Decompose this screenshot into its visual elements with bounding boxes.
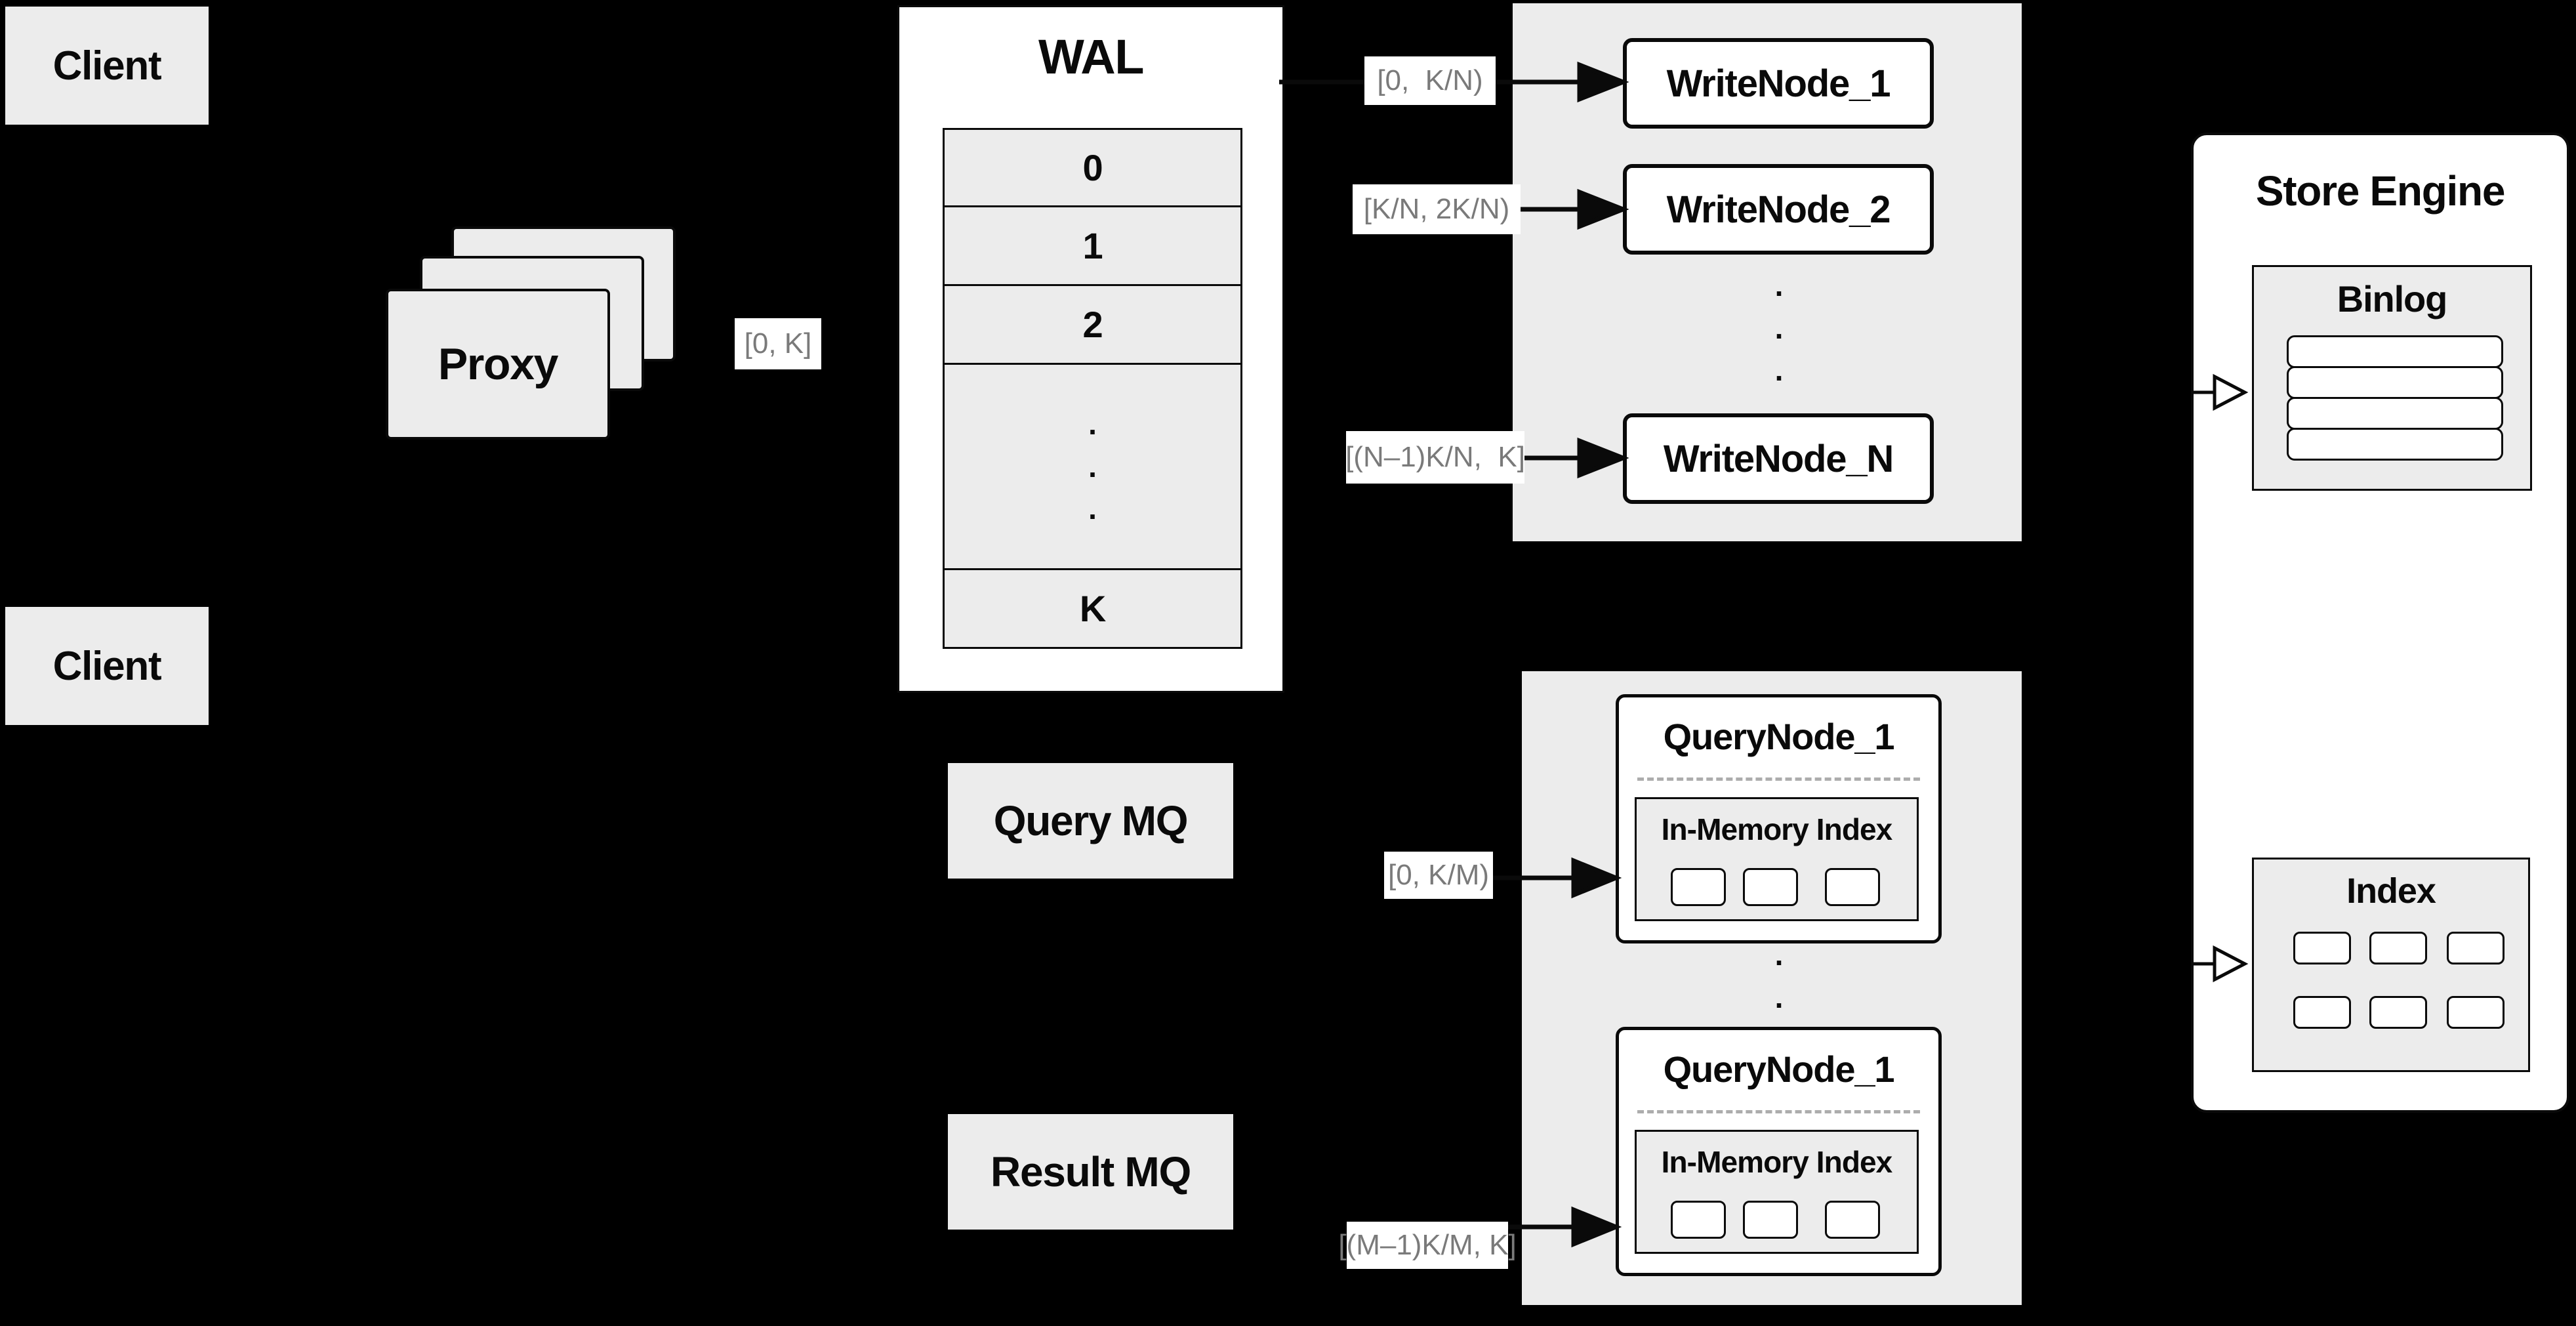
wal-row: 0	[943, 128, 1242, 207]
binlog-row	[2287, 397, 2503, 430]
divider-dashed	[1637, 1110, 1920, 1113]
range-label-proxy-out: [0, K]	[735, 318, 821, 369]
segment-cell	[1671, 1201, 1726, 1239]
index-cell	[2293, 996, 2351, 1029]
write-node-1: WriteNode_1	[1623, 38, 1934, 129]
binlog-row	[2287, 366, 2503, 399]
query-node-2-title: QueryNode_1	[1663, 1048, 1895, 1090]
in-memory-index-box-2: In-Memory Index	[1635, 1130, 1919, 1254]
wal-title-wrap: WAL	[899, 27, 1282, 86]
index-title-wrap: Index	[2254, 860, 2528, 922]
result-mq-label: Result MQ	[991, 1148, 1191, 1195]
write-node-ellipsis: . . .	[1774, 268, 1784, 388]
proxy-card-front: Proxy	[386, 289, 610, 440]
wal-box: WAL 0 1 2 . . . K	[897, 5, 1284, 693]
binlog-row	[2287, 335, 2503, 368]
wal-row: K	[943, 568, 1242, 649]
index-box: Index	[2252, 858, 2530, 1072]
write-node-1-label: WriteNode_1	[1666, 62, 1891, 105]
query-node-1-title: QueryNode_1	[1663, 715, 1895, 757]
wal-table: 0 1 2 . . . K	[943, 128, 1242, 649]
binlog-title-wrap: Binlog	[2254, 267, 2530, 330]
segment-cell	[1743, 1201, 1798, 1239]
write-node-n: WriteNode_N	[1623, 413, 1934, 504]
proxy-label: Proxy	[438, 339, 559, 389]
client-box-top: Client	[5, 7, 209, 125]
index-cell	[2293, 932, 2351, 964]
index-cell	[2369, 996, 2427, 1029]
range-label-query-m: [(M–1)K/M, K]	[1338, 1222, 1517, 1269]
range-label-write-2: [K/N, 2K/N)	[1353, 184, 1521, 234]
divider-dashed	[1637, 777, 1920, 781]
index-cell	[2369, 932, 2427, 964]
write-node-2: WriteNode_2	[1623, 164, 1934, 255]
wal-title: WAL	[1038, 29, 1144, 84]
client-bottom-label: Client	[52, 643, 162, 689]
segment-cell	[1671, 868, 1726, 906]
store-engine-box: Store Engine Binlog Index	[2191, 133, 2569, 1113]
query-mq-label: Query MQ	[993, 797, 1189, 844]
segment-cell	[1825, 868, 1880, 906]
in-memory-index-2-title: In-Memory Index	[1661, 1145, 1893, 1179]
wal-row: 1	[943, 205, 1242, 286]
binlog-row	[2287, 428, 2503, 461]
query-node-1: QueryNode_1 In-Memory Index	[1616, 694, 1942, 943]
in-memory-index-1-title-wrap: In-Memory Index	[1637, 799, 1917, 860]
segment-cell	[1825, 1201, 1880, 1239]
write-node-n-label: WriteNode_N	[1663, 437, 1894, 480]
query-node-1-title-wrap: QueryNode_1	[1619, 697, 1938, 775]
wal-row: 2	[943, 284, 1242, 365]
in-memory-index-1-title: In-Memory Index	[1661, 812, 1893, 846]
wal-row-ellipsis: . . .	[943, 363, 1242, 570]
range-label-query-1: [0, K/M)	[1384, 852, 1493, 899]
range-label-write-n: [(N–1)K/N, K]	[1345, 431, 1525, 484]
store-engine-title-wrap: Store Engine	[2194, 135, 2567, 247]
query-node-2: QueryNode_1 In-Memory Index	[1616, 1027, 1942, 1276]
in-memory-index-2-title-wrap: In-Memory Index	[1637, 1132, 1917, 1192]
index-cell	[2447, 996, 2504, 1029]
client-box-bottom: Client	[5, 607, 209, 725]
segment-cell	[1743, 868, 1798, 906]
index-title: Index	[2346, 871, 2436, 911]
binlog-box: Binlog	[2252, 265, 2532, 491]
in-memory-index-box-1: In-Memory Index	[1635, 797, 1919, 921]
write-node-2-label: WriteNode_2	[1666, 188, 1891, 231]
query-mq-box: Query MQ	[948, 763, 1233, 879]
binlog-title: Binlog	[2337, 278, 2448, 320]
store-engine-title: Store Engine	[2255, 167, 2506, 215]
index-cell	[2447, 932, 2504, 964]
result-mq-box: Result MQ	[948, 1114, 1233, 1230]
range-label-write-1: [0, K/N)	[1364, 56, 1496, 105]
client-top-label: Client	[52, 43, 162, 89]
query-node-2-title-wrap: QueryNode_1	[1619, 1030, 1938, 1108]
